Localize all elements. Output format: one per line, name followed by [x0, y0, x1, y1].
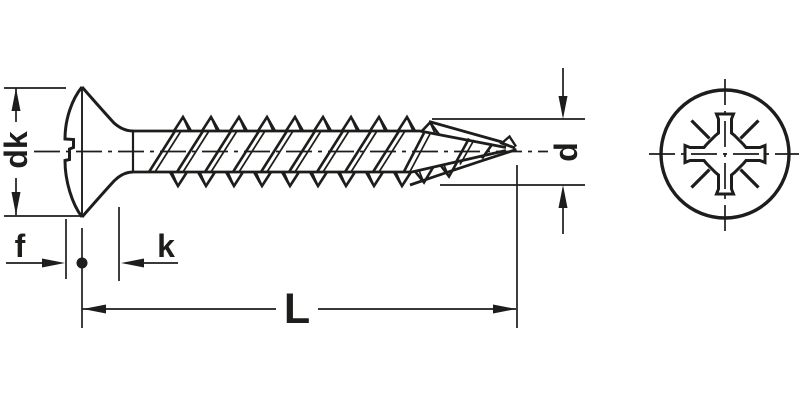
- head-cone-edges: [80, 86, 134, 218]
- k-label: k: [157, 228, 175, 264]
- f-label: f: [15, 228, 26, 264]
- screw-tip-hook: [501, 134, 518, 148]
- thread-helix-companion-lines: [154, 130, 475, 173]
- d-extension-lines: [432, 118, 585, 186]
- dk-label: dk: [0, 131, 34, 169]
- reference-axis-point: [76, 228, 88, 328]
- dimension-f: [6, 219, 67, 279]
- f-arrowhead: [42, 258, 65, 268]
- d-label: d: [548, 142, 584, 162]
- l-label: L: [284, 285, 310, 333]
- reference-dot: [76, 257, 88, 269]
- thread-teeth-bottom: [168, 161, 459, 189]
- thread-helix-lines: [147, 130, 494, 173]
- pozidriv-wing-marks: [690, 119, 760, 189]
- k-arrowhead: [121, 258, 144, 268]
- screw-side-view: [34, 86, 548, 218]
- dk-extension-lines: [4, 87, 81, 217]
- dimension-d: [432, 68, 585, 234]
- d-arrowheads: [558, 96, 568, 208]
- screw-head-outline: [63, 86, 84, 218]
- head-circle: [659, 88, 791, 220]
- dimension-dk: [4, 87, 81, 217]
- pozidriv-recess: [683, 112, 767, 196]
- thread-teeth-top: [172, 114, 441, 136]
- dimension-l: [82, 165, 518, 328]
- dimension-k: [118, 207, 178, 281]
- front-view-centerlines: [649, 79, 799, 231]
- pozidriv-front-view: [649, 79, 799, 231]
- thread-flank-lines: [171, 119, 449, 184]
